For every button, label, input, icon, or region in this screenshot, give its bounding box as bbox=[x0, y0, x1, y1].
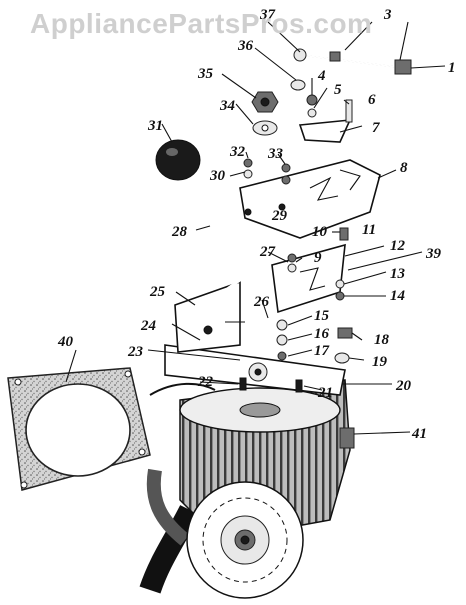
part-label-4: 4 bbox=[317, 68, 326, 84]
part-label-26: 26 bbox=[253, 294, 270, 310]
part-label-31: 31 bbox=[147, 118, 163, 134]
part-label-7: 7 bbox=[372, 120, 380, 136]
part-label-14: 14 bbox=[390, 288, 406, 304]
cooling-fan bbox=[186, 481, 304, 599]
part-label-23: 23 bbox=[127, 344, 144, 360]
part-label-34: 34 bbox=[219, 98, 236, 114]
part-label-24: 24 bbox=[140, 318, 157, 334]
part-label-36: 36 bbox=[237, 38, 254, 54]
part-label-19: 19 bbox=[372, 354, 388, 370]
part-label-12: 12 bbox=[390, 238, 406, 254]
link-plate bbox=[298, 119, 352, 143]
lever-knob bbox=[155, 139, 201, 181]
part-number-labels: 1 3 4 5 6 7 8 9 10 11 12 13 14 15 16 17 … bbox=[57, 7, 456, 442]
part-label-39: 39 bbox=[425, 246, 442, 262]
part-label-10: 10 bbox=[312, 224, 328, 240]
part-label-9: 9 bbox=[314, 250, 322, 266]
part-label-41: 41 bbox=[411, 426, 427, 442]
part-label-18: 18 bbox=[374, 332, 390, 348]
part-label-35: 35 bbox=[197, 66, 214, 82]
part-label-22: 22 bbox=[197, 374, 214, 390]
part-label-32: 32 bbox=[229, 144, 246, 160]
part-label-29: 29 bbox=[271, 208, 288, 224]
gate-plate bbox=[271, 243, 346, 314]
part-label-3: 3 bbox=[383, 7, 392, 23]
part-label-11: 11 bbox=[362, 222, 376, 238]
part-label-16: 16 bbox=[314, 326, 330, 342]
linkage-rod bbox=[293, 48, 412, 75]
part-label-27: 27 bbox=[259, 244, 276, 260]
part-label-30: 30 bbox=[209, 168, 226, 184]
watermark: AppliancePartsPros.com bbox=[30, 8, 373, 39]
part-label-17: 17 bbox=[314, 343, 330, 359]
part-label-6: 6 bbox=[368, 92, 376, 108]
part-label-5: 5 bbox=[334, 82, 342, 98]
lower-bracket bbox=[174, 280, 245, 353]
part-label-37: 37 bbox=[259, 7, 276, 23]
part-label-33: 33 bbox=[267, 146, 284, 162]
fasteners bbox=[239, 79, 353, 393]
cable-assembly bbox=[139, 382, 216, 594]
gasket bbox=[7, 367, 151, 491]
part-label-20: 20 bbox=[395, 378, 412, 394]
part-label-8: 8 bbox=[400, 160, 408, 176]
part-label-13: 13 bbox=[390, 266, 406, 282]
part-label-25: 25 bbox=[149, 284, 166, 300]
part-label-1: 1 bbox=[448, 60, 456, 76]
leader-lines bbox=[65, 21, 446, 435]
part-label-15: 15 bbox=[314, 308, 330, 324]
shift-lever bbox=[155, 139, 242, 302]
part-label-28: 28 bbox=[171, 224, 188, 240]
shift-plate bbox=[239, 159, 381, 239]
part-label-40: 40 bbox=[57, 334, 74, 350]
part-label-21: 21 bbox=[317, 385, 333, 401]
